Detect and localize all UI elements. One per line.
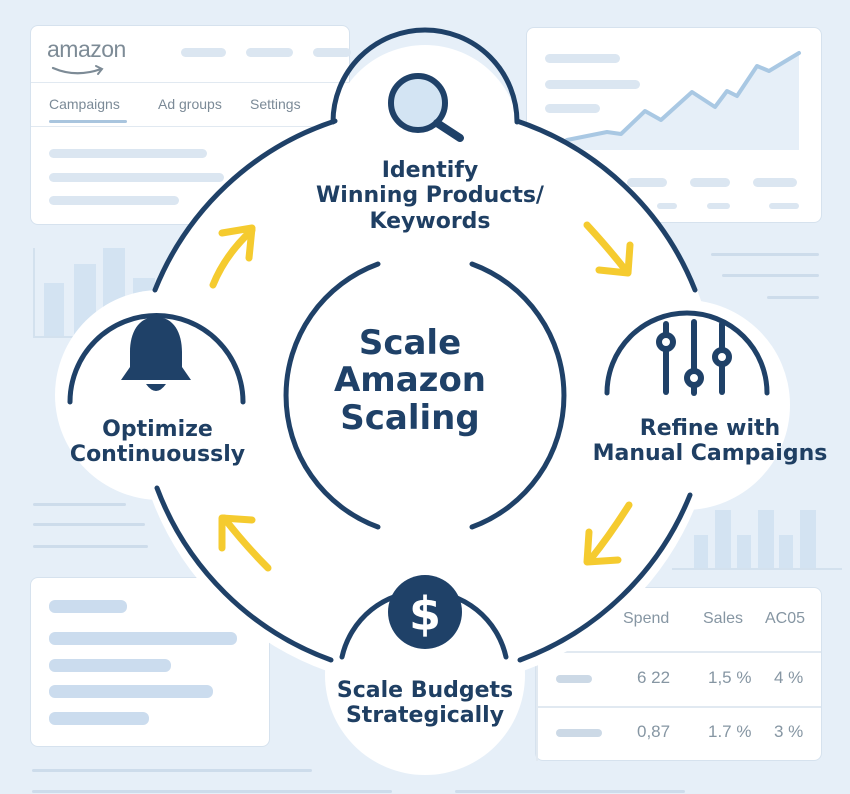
background-line [33,503,126,506]
text-placeholder [49,659,171,672]
axis-placeholder [690,178,730,187]
amazon-campaigns-card: amazon Campaigns Ad groups Settings [30,25,351,225]
column-header-spend: Spend [623,610,670,627]
background-bar-chart-right [672,510,842,570]
header-placeholder [181,48,226,57]
cell-sales: 1,5 % [708,668,752,687]
axis-placeholder [707,203,730,209]
cell-acos: 4 % [774,668,804,687]
text-placeholder [49,632,237,645]
tab-campaigns[interactable]: Campaigns [49,96,120,112]
arrow-icon-up-left [218,514,272,572]
step-budgets-label: Scale Budgets Strategically [336,678,514,729]
legend-placeholder [545,104,600,113]
row-placeholder [49,196,179,205]
header-placeholder [313,48,351,57]
dollar-icon: $ [388,575,462,649]
growth-line-chart [565,51,801,150]
cell-spend: 0,87 [637,722,671,741]
header-placeholder [246,48,293,57]
step-refine-label: Refine with Manual Campaigns [592,416,828,467]
axis-placeholder [769,203,799,209]
cell-sales: 1.7 % [708,722,752,741]
row-label-placeholder [556,675,592,683]
background-line [722,274,819,277]
arrow-icon-down-left [583,501,633,566]
sliders-icon [656,319,732,396]
title-placeholder [49,600,127,613]
column-divider [536,651,538,761]
background-line [711,253,819,256]
bell-icon [121,314,191,391]
background-line [32,769,312,772]
tab-settings[interactable]: Settings [250,96,301,112]
row-placeholder [49,149,207,158]
text-placeholder [49,685,213,698]
center-title: Scale Amazon Scaling [333,323,487,438]
row-placeholder [49,173,224,182]
active-tab-underline [49,120,127,123]
cell-spend: 6 22 [637,668,671,687]
cell-acos: 3 % [774,722,804,741]
background-line [455,790,685,793]
background-line [767,296,819,299]
step-optimize-label: Optimize Continuoussly [69,417,246,468]
tab-ad-groups[interactable]: Ad groups [158,96,222,112]
divider [536,651,821,653]
arrow-icon-down-right [583,221,634,277]
svg-text:$: $ [409,587,441,641]
divider [31,82,349,83]
axis-placeholder [657,203,677,209]
row-label-placeholder [556,729,602,737]
legend-placeholder [545,54,620,63]
background-line [33,523,145,526]
divider [536,706,821,708]
background-line [32,790,392,793]
amazon-smile-icon [51,65,104,75]
text-placeholder [49,712,149,725]
step-identify-label: Identify Winning Products/ Keywords [316,158,544,234]
column-header-sales: Sales [703,610,744,627]
axis-placeholder [627,178,667,187]
arrow-icon-up-right [209,224,256,289]
legend-placeholder [545,80,640,89]
axis-placeholder [753,178,797,187]
column-header-acos: AC05 [765,610,806,627]
background-line [33,545,148,548]
amazon-logo: amazon [47,36,126,62]
divider [31,126,349,127]
magnifier-icon [388,73,464,142]
